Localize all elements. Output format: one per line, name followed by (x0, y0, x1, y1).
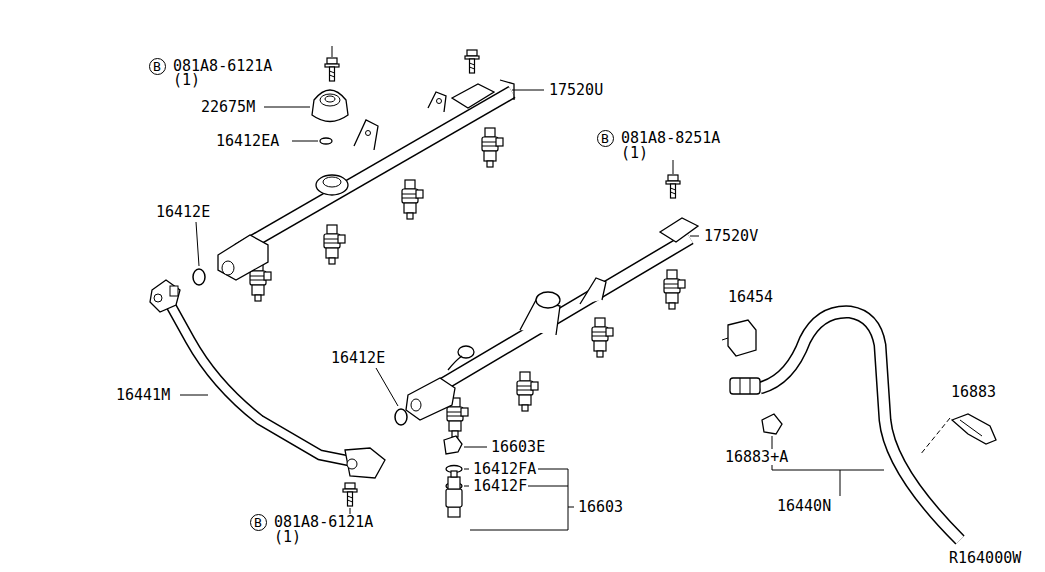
part-label: 16603 (577, 499, 624, 515)
part-label: 081A8-8251A (620, 130, 721, 146)
part-label: 16412FA (472, 461, 537, 477)
part-label: 17520V (703, 228, 759, 244)
part-label: 16883+A (724, 449, 789, 465)
part-label: 16441M (115, 387, 171, 403)
part-label: 081A8-6121A (273, 514, 374, 530)
part-label: (1) (620, 145, 649, 161)
part-label: 16412EA (215, 133, 280, 149)
part-label: (1) (273, 529, 302, 545)
part-label: 16412F (472, 478, 528, 494)
circle-letter: B (153, 60, 161, 73)
circled-letter: B (250, 514, 267, 531)
part-label: 16412E (330, 350, 386, 366)
part-label: 17520U (548, 82, 604, 98)
part-label: 16454 (727, 289, 774, 305)
part-label: 16440N (776, 498, 832, 514)
circled-letter: B (597, 130, 614, 147)
part-label: (1) (172, 72, 201, 88)
circle-letter: B (601, 132, 609, 145)
circle-letter: B (254, 516, 262, 529)
part-label: 16883 (950, 384, 997, 400)
part-label: R164000W (948, 550, 1022, 566)
circled-letter: B (149, 58, 166, 75)
part-label: 22675M (200, 99, 256, 115)
part-label: 16603E (490, 439, 546, 455)
part-label: 16412E (155, 204, 211, 220)
